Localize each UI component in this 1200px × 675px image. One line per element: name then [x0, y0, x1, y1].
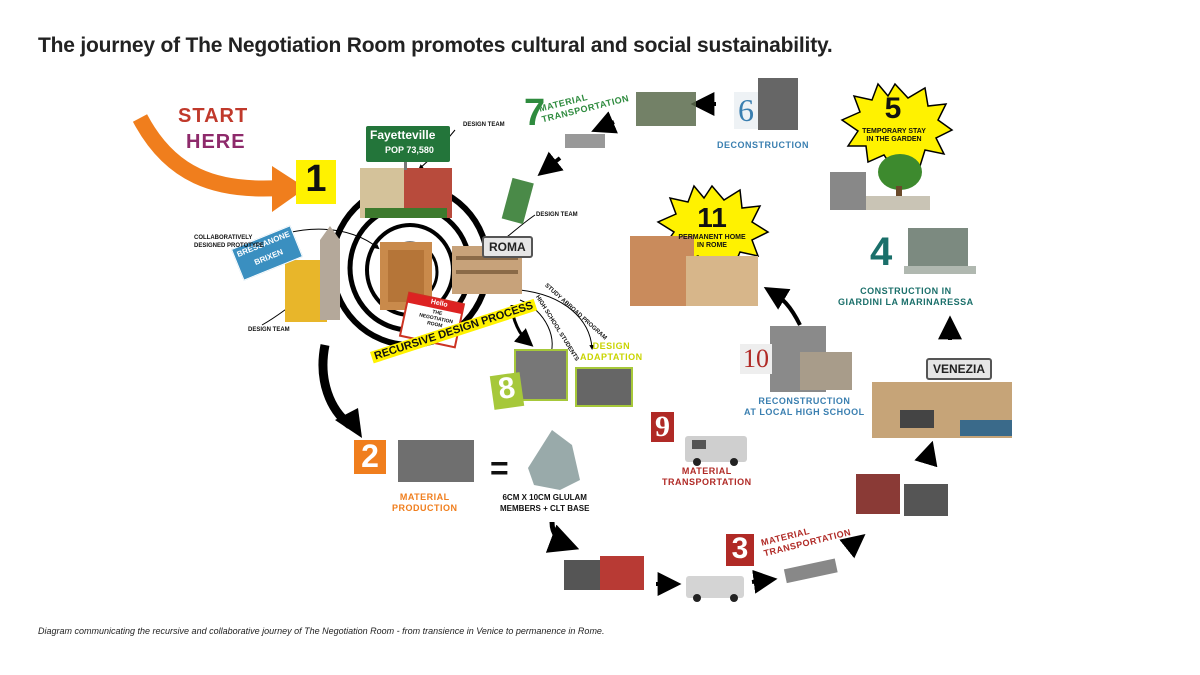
step7-number: 7 — [524, 92, 546, 134]
step9-number: 9 — [651, 412, 674, 442]
step10-number: 10 — [740, 344, 772, 374]
step5-photo — [830, 154, 930, 210]
glulam-photo — [528, 430, 580, 490]
step11-photo — [630, 236, 758, 306]
glulam-note-line1: 6CM X 10CM GLULAM — [502, 493, 587, 502]
step8-number: 8 — [489, 371, 525, 410]
arrow-7-trans — [591, 111, 618, 134]
step4-label-line1: CONSTRUCTION IN — [860, 286, 952, 296]
step4-number: 4 — [870, 230, 893, 274]
arrow-glulam-down — [545, 521, 580, 553]
venice-photo — [872, 382, 1012, 438]
step8-label-line2: ADAPTATION — [580, 352, 643, 362]
here-label: HERE — [186, 131, 246, 153]
bottom-van — [686, 576, 744, 602]
glulam-note-line2: MEMBERS + CLT BASE — [500, 504, 590, 513]
step9-label-line2: TRANSPORTATION — [662, 477, 752, 487]
design-team-left-note: DESIGN TEAM — [248, 327, 290, 333]
arrow-5-to-6 — [812, 148, 832, 182]
venezia-sign: VENEZIA — [926, 358, 993, 380]
step2-photo — [398, 440, 474, 482]
step5-label-line2: IN THE GARDEN — [866, 136, 922, 143]
step6-label: DECONSTRUCTION — [717, 140, 809, 150]
step9-van — [685, 436, 747, 466]
step6-photo — [758, 78, 798, 130]
arrow-van-2 — [751, 569, 778, 594]
step5-number: 5 — [884, 92, 902, 125]
start-label: START — [178, 105, 249, 127]
page-title: The journey of The Negotiation Room prom… — [38, 34, 833, 57]
step3-number: 3 — [726, 534, 754, 566]
arrow-to-step2 — [318, 344, 353, 429]
fayetteville-sign-pop: POP 73,580 — [385, 145, 434, 155]
step10-photo — [770, 326, 852, 392]
step6-number: 6 — [734, 92, 758, 129]
step7-truck — [501, 177, 534, 225]
fayetteville-sign-title: Fayetteville — [370, 128, 436, 142]
fayetteville-sign-bg — [366, 126, 450, 162]
prototype-note-line1: COLLABORATIVELY — [194, 235, 253, 241]
design-team-top-note: DESIGN TEAM — [463, 122, 505, 128]
step11-label-line1: PERMANENT HOME — [678, 234, 746, 241]
equals-sign: = — [490, 450, 509, 486]
step5-label-line1: TEMPORARY STAY — [862, 128, 926, 135]
roma-sign: ROMA — [482, 236, 533, 258]
arrow-3-up — [839, 534, 866, 559]
fayetteville-buildings — [360, 168, 452, 218]
arrow-10-to-11 — [763, 287, 802, 326]
step11-label-line2: IN ROME — [697, 242, 727, 249]
step10-label-line2: AT LOCAL HIGH SCHOOL — [744, 407, 865, 417]
bottom-bus — [564, 556, 644, 590]
step2-number: 2 — [354, 440, 386, 474]
start-arrowhead — [272, 166, 306, 212]
step8-label-line1: DESIGN — [592, 341, 631, 351]
step4-label-line2: GIARDINI LA MARINARESSA — [838, 297, 974, 307]
start-arrow — [132, 114, 281, 197]
design-team-roma-note: DESIGN TEAM — [536, 212, 578, 218]
step2-label-line2: PRODUCTION — [392, 503, 458, 513]
prototype-note-line2: DESIGNED PROTOTYPE — [194, 243, 264, 249]
bressanone-photo — [285, 226, 340, 322]
step2-label-line1: MATERIAL — [399, 492, 450, 502]
arrow-7-down — [537, 151, 564, 176]
step11-number: 11 — [697, 202, 727, 233]
step10-label-line1: RECONSTRUCTION — [758, 396, 851, 406]
carrying-crew — [856, 474, 948, 516]
step9-label-line1: MATERIAL — [681, 466, 732, 476]
step1-number: 1 — [296, 160, 336, 204]
bottom-boat — [783, 558, 838, 584]
arrow-to-venice — [914, 440, 938, 468]
step7-photo — [565, 92, 696, 148]
figure-caption: Diagram communicating the recursive and … — [38, 626, 605, 636]
step4-photo — [904, 228, 976, 274]
